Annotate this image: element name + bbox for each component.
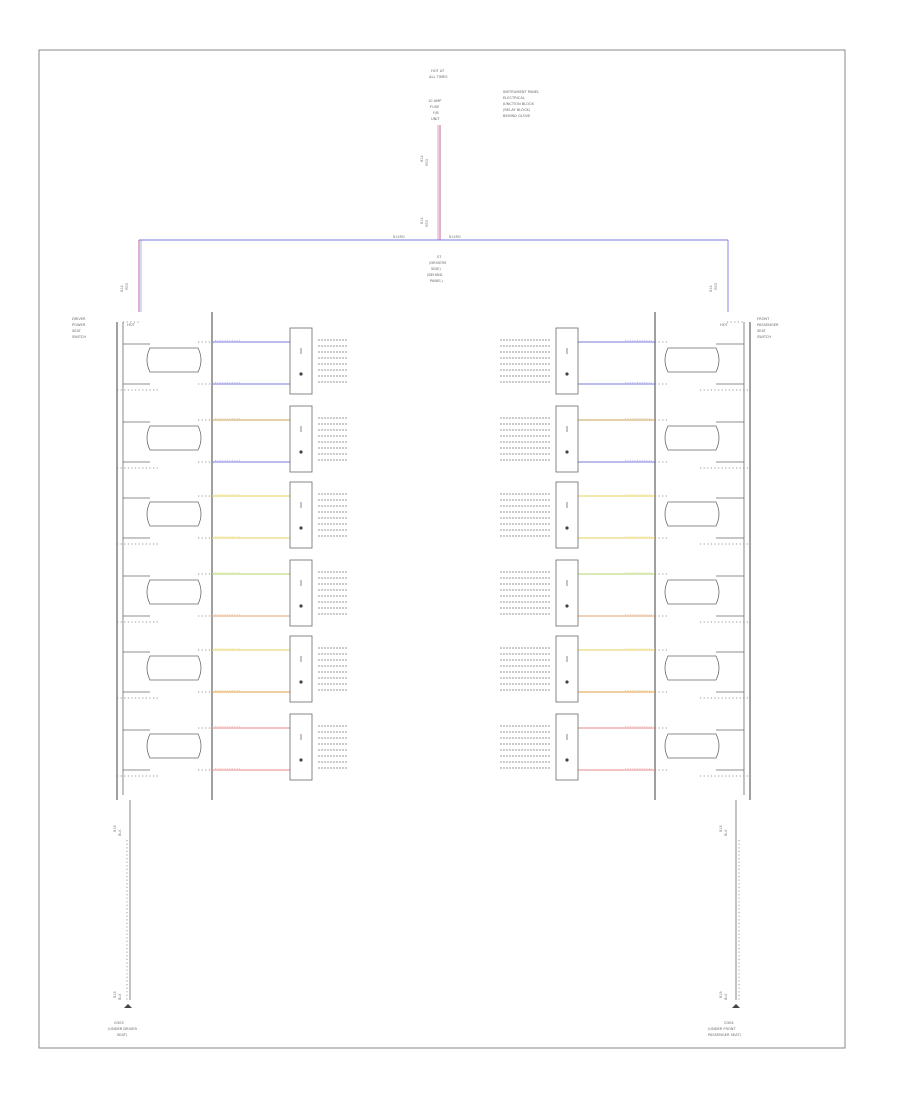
svg-text:F/B: F/B bbox=[433, 111, 439, 115]
svg-text:B14RD: B14RD bbox=[449, 235, 461, 239]
switch-row bbox=[117, 481, 750, 549]
right-switch-contact bbox=[664, 425, 720, 451]
svg-text:B14: B14 bbox=[420, 217, 424, 224]
left-motor-connector bbox=[289, 559, 313, 627]
svg-text:S7: S7 bbox=[437, 255, 442, 259]
left-ground: B18 BLK B18 BLK G303 (UNDER DRIVER SEAT) bbox=[108, 800, 137, 1037]
svg-text:SEAT: SEAT bbox=[72, 329, 82, 333]
svg-text:B14: B14 bbox=[420, 155, 424, 162]
svg-text:BLK: BLK bbox=[118, 993, 122, 1000]
svg-text:RED: RED bbox=[425, 159, 429, 166]
svg-text:FRONT: FRONT bbox=[757, 317, 770, 321]
svg-text:(DRIVERS: (DRIVERS bbox=[429, 261, 447, 265]
right-motor-connector bbox=[555, 635, 579, 703]
right-switch-assembly: FRONT PASSENGER SEAT SWITCH HOT bbox=[654, 312, 779, 800]
splice-label: S7 (DRIVERS SIDE) (BEHIND PANEL) bbox=[427, 255, 447, 283]
right-switch-contact bbox=[664, 579, 720, 605]
svg-text:RED: RED bbox=[425, 220, 429, 227]
top-power-source: HOT AT ALL TIMES 10 AMP FUSE F/B UNIT bbox=[428, 69, 448, 121]
svg-text:ALL TIMES: ALL TIMES bbox=[429, 75, 448, 79]
svg-text:B14RD: B14RD bbox=[393, 235, 405, 239]
switch-row bbox=[117, 713, 750, 781]
svg-text:HOT: HOT bbox=[127, 323, 136, 327]
left-motor-connector bbox=[289, 713, 313, 781]
svg-text:G304: G304 bbox=[724, 1021, 734, 1025]
svg-text:B18: B18 bbox=[719, 825, 723, 832]
svg-text:HOT: HOT bbox=[720, 323, 729, 327]
svg-text:BLK: BLK bbox=[724, 993, 728, 1000]
svg-text:SIDE): SIDE) bbox=[431, 267, 441, 271]
svg-text:(RELAY BLOCK): (RELAY BLOCK) bbox=[503, 108, 531, 112]
svg-text:(BEHIND: (BEHIND bbox=[427, 273, 443, 277]
right-motor-connector bbox=[555, 405, 579, 473]
svg-text:PANEL): PANEL) bbox=[430, 279, 443, 283]
fuse-note: INSTRUMENT PANEL ELECTRICAL JUNCTION BLO… bbox=[502, 90, 539, 118]
svg-text:POWER: POWER bbox=[72, 323, 86, 327]
left-motor-connector bbox=[289, 635, 313, 703]
svg-text:PASSENGER SEAT): PASSENGER SEAT) bbox=[708, 1033, 742, 1037]
svg-text:B18: B18 bbox=[113, 825, 117, 832]
svg-text:B18: B18 bbox=[113, 991, 117, 998]
switch-row bbox=[117, 405, 750, 473]
bus-wire: B14RD B14RD B14 RED B14 RED bbox=[120, 235, 729, 312]
svg-text:SWITCH: SWITCH bbox=[757, 335, 771, 339]
switch-row bbox=[117, 559, 750, 627]
right-motor-connector bbox=[555, 327, 579, 395]
left-motor-connector bbox=[289, 481, 313, 549]
right-switch-contact bbox=[664, 655, 720, 681]
feed-wire: B14 RED B14 RED bbox=[420, 125, 441, 240]
svg-text:HOT AT: HOT AT bbox=[431, 69, 445, 73]
svg-text:(UNDER FRONT: (UNDER FRONT bbox=[708, 1027, 736, 1031]
svg-text:PASSENGER: PASSENGER bbox=[757, 323, 779, 327]
right-motor-connector bbox=[555, 559, 579, 627]
right-switch-contact bbox=[664, 501, 720, 527]
svg-text:RED: RED bbox=[714, 283, 718, 290]
left-switch-contact bbox=[146, 347, 202, 373]
right-motor-connector bbox=[555, 481, 579, 549]
svg-text:SEAT: SEAT bbox=[757, 329, 767, 333]
svg-text:B18: B18 bbox=[719, 991, 723, 998]
svg-text:UNIT: UNIT bbox=[431, 117, 440, 121]
svg-text:FUSE: FUSE bbox=[430, 105, 440, 109]
svg-text:JUNCTION BLOCK: JUNCTION BLOCK bbox=[502, 102, 534, 106]
svg-text:SEAT): SEAT) bbox=[117, 1033, 128, 1037]
left-switch-contact bbox=[146, 733, 202, 759]
left-switch-contact bbox=[146, 501, 202, 527]
left-motor-connector bbox=[289, 405, 313, 473]
svg-text:BEHIND GLOVE: BEHIND GLOVE bbox=[503, 114, 531, 118]
left-motor-connector bbox=[289, 327, 313, 395]
diagram-border bbox=[38, 49, 846, 1049]
switch-rows bbox=[117, 327, 750, 781]
left-switch-contact bbox=[146, 655, 202, 681]
switch-row bbox=[117, 327, 750, 395]
svg-text:DRIVER: DRIVER bbox=[72, 317, 86, 321]
right-motor-connector bbox=[555, 713, 579, 781]
right-switch-contact bbox=[664, 347, 720, 373]
svg-text:SWITCH: SWITCH bbox=[72, 335, 86, 339]
left-switch-contact bbox=[146, 579, 202, 605]
svg-text:B14: B14 bbox=[709, 285, 713, 292]
switch-row bbox=[117, 635, 750, 703]
svg-text:BLK: BLK bbox=[118, 829, 122, 836]
right-ground: B18 BLK B18 BLK G304 (UNDER FRONT PASSEN… bbox=[708, 800, 742, 1037]
svg-text:INSTRUMENT PANEL: INSTRUMENT PANEL bbox=[503, 90, 539, 94]
svg-text:(UNDER DRIVER: (UNDER DRIVER bbox=[108, 1027, 137, 1031]
svg-text:10 AMP: 10 AMP bbox=[428, 99, 442, 103]
left-switch-contact bbox=[146, 425, 202, 451]
svg-text:B14: B14 bbox=[120, 285, 124, 292]
left-switch-assembly: DRIVER POWER SEAT SWITCH HOT bbox=[72, 312, 213, 800]
right-switch-contact bbox=[664, 733, 720, 759]
svg-text:BLK: BLK bbox=[724, 829, 728, 836]
svg-text:RED: RED bbox=[125, 283, 129, 290]
svg-text:ELECTRICAL: ELECTRICAL bbox=[503, 96, 525, 100]
svg-text:G303: G303 bbox=[114, 1021, 124, 1025]
